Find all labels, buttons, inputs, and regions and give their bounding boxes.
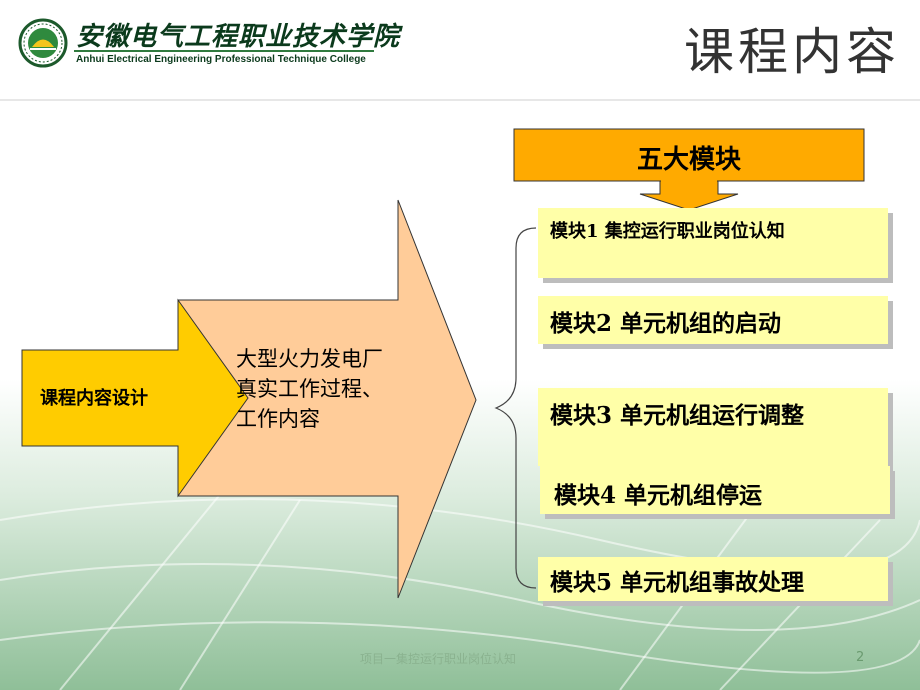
module-brace	[494, 227, 537, 589]
module-3: 模块3 单元机组运行调整	[538, 388, 888, 466]
module-5: 模块5 单元机组事故处理	[538, 557, 888, 601]
process-arrow-text: 大型火力发电厂真实工作过程、工作内容	[236, 347, 383, 431]
school-logo-block: 安徽电气工程职业技术学院 Anhui Electrical Engineerin…	[18, 14, 399, 74]
module-4: 模块4 单元机组停运	[540, 466, 890, 514]
school-name-cn: 安徽电气工程职业技术学院	[76, 22, 401, 52]
logo-divider	[74, 50, 374, 52]
school-emblem-icon	[18, 18, 68, 68]
process-arrow	[177, 199, 477, 599]
module-2: 模块2 单元机组的启动	[538, 296, 888, 344]
page-title: 课程内容	[684, 23, 900, 81]
page-number: 2	[856, 650, 865, 665]
footer-text: 项目一集控运行职业岗位认知	[360, 652, 517, 666]
course-design-label: 课程内容设计	[40, 388, 148, 409]
design-arrow	[21, 298, 249, 498]
module-1: 模块1 集控运行职业岗位认知	[538, 208, 888, 278]
five-modules-callout	[513, 128, 865, 211]
school-name-en: Anhui Electrical Engineering Professiona…	[76, 54, 366, 65]
five-modules-label: 五大模块	[636, 145, 741, 175]
